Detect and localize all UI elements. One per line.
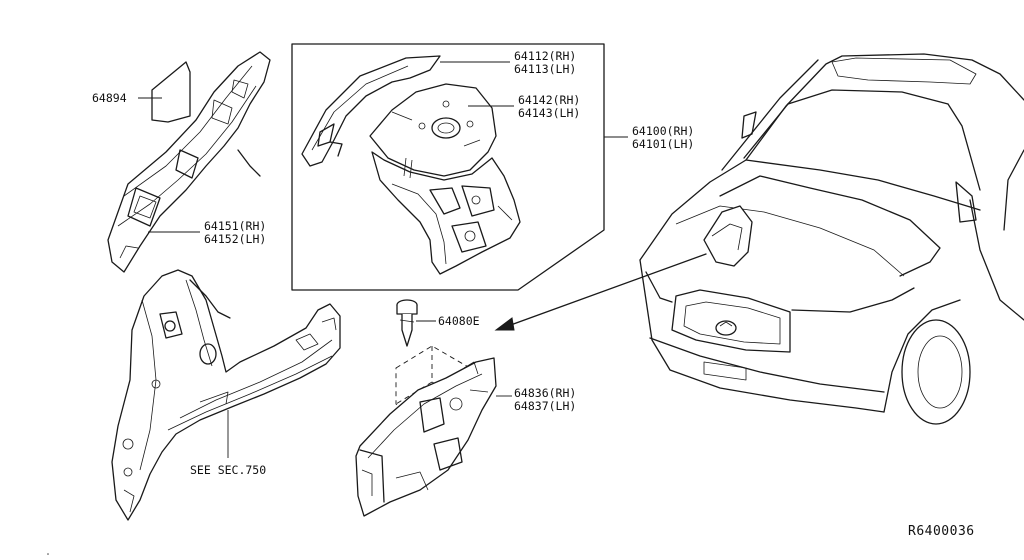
callout-see-sec-750: SEE SEC.750	[190, 463, 266, 477]
callout-64142: 64142(RH)	[518, 93, 580, 107]
side-member-lower	[111, 269, 341, 521]
callout-64080e: 64080E	[438, 314, 480, 328]
callout-64100: 64100(RH)	[632, 124, 694, 138]
part-64080e-clip	[396, 299, 418, 347]
part-64100-hoodledge	[371, 151, 521, 275]
callout-64152: 64152(LH)	[204, 232, 266, 246]
part-64112-upper-rail	[301, 55, 441, 167]
callout-64143: 64143(LH)	[518, 106, 580, 120]
callout-64836: 64836(RH)	[514, 386, 576, 400]
callout-64101: 64101(LH)	[632, 137, 694, 151]
leader-lines	[138, 61, 628, 458]
vehicle-highlight-apron	[703, 205, 753, 267]
vehicle-outline	[639, 53, 1024, 425]
assembly-box-64100	[291, 43, 605, 291]
callout-64894: 64894	[92, 91, 127, 105]
callout-64113: 64113(LH)	[514, 62, 576, 76]
callout-64837: 64837(LH)	[514, 399, 576, 413]
diagram-reference-code: R6400036	[908, 524, 975, 539]
part-64836-lower-apron	[355, 345, 497, 517]
part-64151-apron-reinforcement	[107, 51, 271, 273]
callout-64112: 64112(RH)	[514, 49, 576, 63]
part-64894-pad	[151, 61, 191, 123]
callout-labels: 64894 64151(RH) 64152(LH) 64112(RH) 6411…	[92, 49, 975, 539]
part-64142-strut-housing	[369, 83, 497, 177]
callout-64151: 64151(RH)	[204, 219, 266, 233]
pointer-arrow	[494, 253, 707, 331]
